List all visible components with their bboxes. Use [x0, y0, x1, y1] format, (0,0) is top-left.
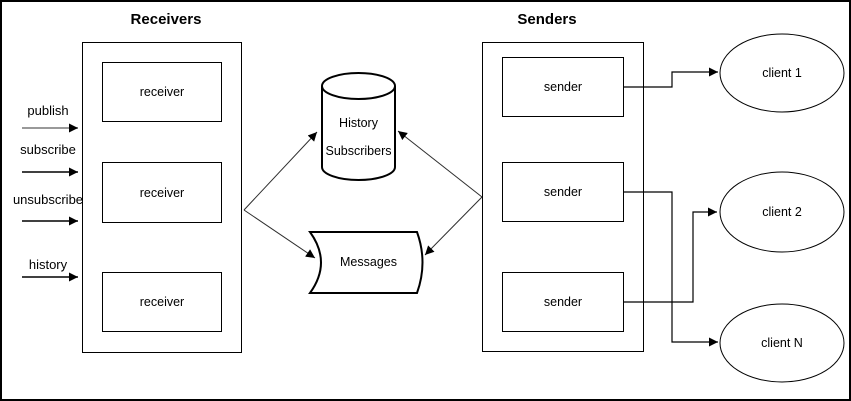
senders-container-box — [482, 42, 644, 352]
subscribe-label: subscribe — [20, 142, 76, 157]
receivers-container-box — [82, 42, 242, 353]
connector-senders-to-history-db — [397, 130, 483, 198]
client-2-node — [719, 171, 845, 253]
unsubscribe-label: unsubscribe — [12, 192, 84, 207]
connector-receivers-to-history-db — [243, 131, 318, 211]
connector-receivers-to-messages — [243, 209, 316, 259]
client-1-node — [719, 33, 845, 113]
receiver-node-3: receiver — [102, 272, 222, 332]
receiver-node-1: receiver — [102, 62, 222, 122]
messages-label: Messages — [340, 255, 397, 269]
receiver-node-2: receiver — [102, 162, 222, 223]
connector-sender3-to-client2 — [624, 207, 717, 303]
client-N-node — [719, 303, 845, 383]
publish-label: publish — [27, 103, 69, 118]
receivers-group-title: Receivers — [130, 11, 202, 28]
history-db-label-line1: History — [339, 116, 378, 130]
client-N-label: client N — [761, 336, 803, 350]
database-cylinder-icon — [321, 72, 396, 181]
senders-group-title: Senders — [517, 11, 577, 28]
history-label: history — [28, 257, 68, 272]
history-db-label: History Subscribers — [320, 116, 397, 158]
client-2-label: client 2 — [762, 205, 802, 219]
connector-senders-to-messages — [424, 196, 483, 256]
sender-node-2: sender — [502, 162, 624, 222]
sender-node-1: sender — [502, 57, 624, 117]
sender-node-3: sender — [502, 272, 624, 332]
connector-sender1-to-client1 — [624, 67, 718, 88]
messages-store-shape — [308, 231, 424, 294]
connector-sender2-to-clientN — [624, 191, 718, 347]
history-db-label-line2: Subscribers — [325, 144, 392, 158]
client-1-label: client 1 — [762, 66, 802, 80]
